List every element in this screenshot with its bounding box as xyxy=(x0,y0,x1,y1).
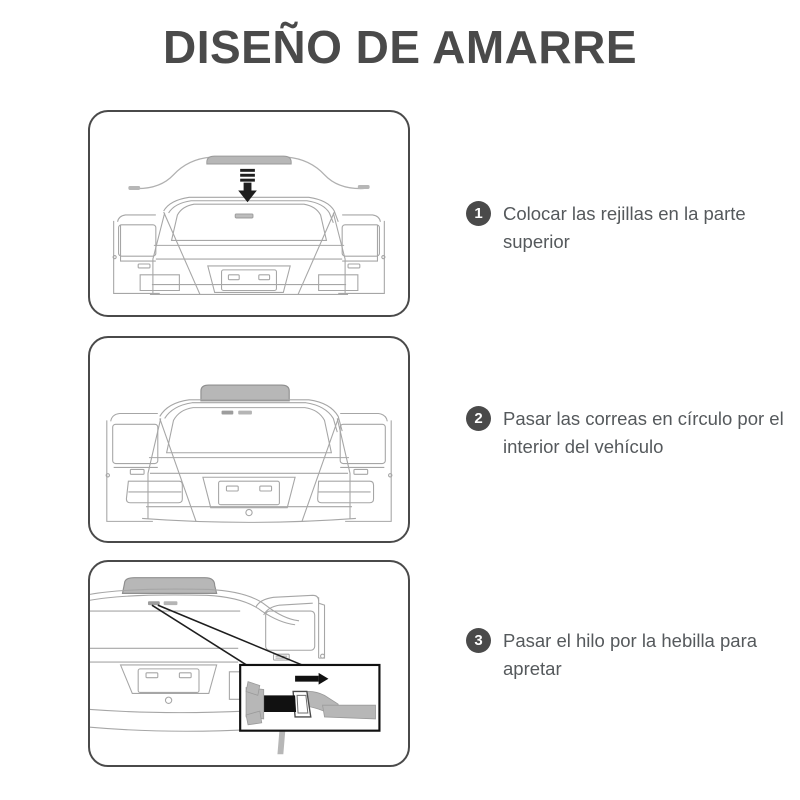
strap-tip-left xyxy=(128,186,141,190)
illustration-panel-step-3 xyxy=(88,560,410,767)
illustration-panel-step-1 xyxy=(88,110,410,317)
car-rear-view xyxy=(105,399,393,523)
down-arrow xyxy=(238,168,257,203)
car-rear-view xyxy=(112,196,386,295)
step-text-1: Colocar las rejillas en la parte superio… xyxy=(503,203,746,253)
step-text-2: Pasar las correas en círculo por el inte… xyxy=(503,408,784,458)
step-number-badge-2: 2 xyxy=(466,406,491,431)
illustration-panel-step-2 xyxy=(88,336,410,543)
strap-tail xyxy=(277,730,286,755)
buckle-detail-box xyxy=(239,663,381,732)
step-item-2: 2 Pasar las correas en círculo por el in… xyxy=(466,405,800,461)
strap-tip-right xyxy=(357,185,370,189)
step-item-3: 3 Pasar el hilo por la hebilla para apre… xyxy=(466,627,800,683)
roof-cargo-mat xyxy=(121,577,218,594)
callout-leader-lines xyxy=(151,604,319,673)
step-number-badge-3: 3 xyxy=(466,628,491,653)
roof-cargo-mat xyxy=(200,384,290,402)
roof-cargo-mat xyxy=(206,155,292,165)
step-number-badge-1: 1 xyxy=(466,201,491,226)
page-title: DISEÑO DE AMARRE xyxy=(163,21,637,73)
pull-arrow xyxy=(295,672,329,685)
step-text-3: Pasar el hilo por la hebilla para apreta… xyxy=(503,630,758,680)
step-item-1: 1 Colocar las rejillas en la parte super… xyxy=(466,200,800,256)
